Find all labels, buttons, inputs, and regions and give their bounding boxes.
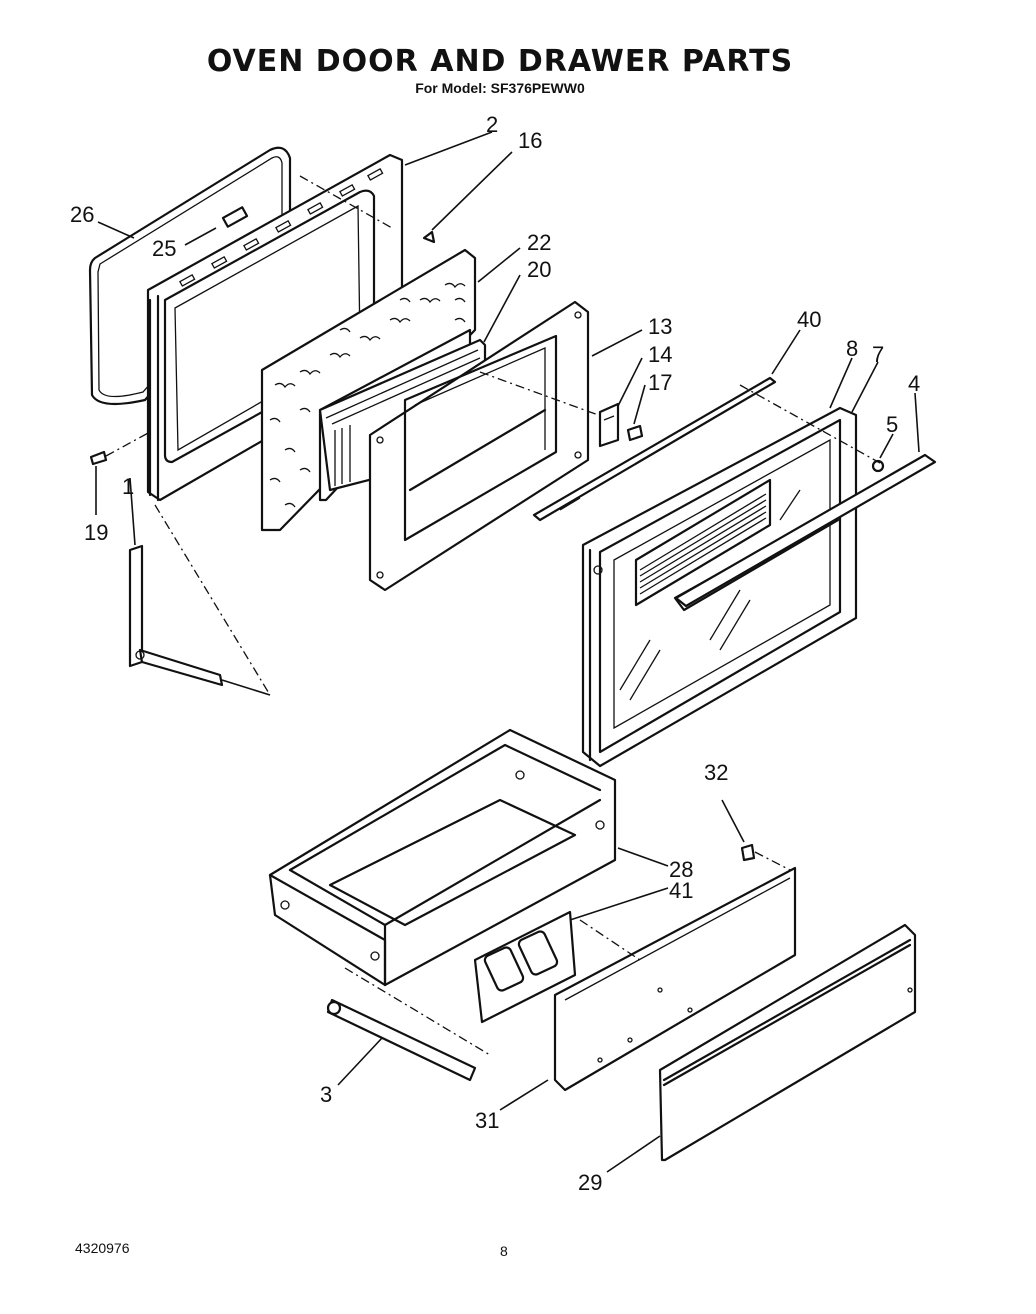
callout-32: 32	[704, 760, 728, 785]
part-14-hinge-bracket	[598, 402, 620, 448]
callout-20: 20	[527, 257, 551, 282]
part-13-liner-plate	[368, 300, 613, 592]
callout-4: 4	[908, 371, 920, 396]
callout-28: 28	[669, 857, 693, 882]
part-31-drawer-panel	[553, 866, 797, 1092]
leader-lines	[95, 131, 920, 1173]
callout-3: 3	[320, 1082, 332, 1107]
callout-22: 22	[527, 230, 551, 255]
part-25-bracket	[221, 206, 249, 228]
callout-2: 2	[486, 112, 498, 137]
part-3-drawer-slide	[326, 967, 491, 1082]
callout-numbers: 2 16 26 25 22 20 13 14 17 40 8 7 4 5 19 …	[70, 112, 920, 1195]
callout-26: 26	[70, 202, 94, 227]
page-number: 8	[500, 1243, 508, 1259]
part-17-bushing	[626, 424, 644, 442]
callout-31: 31	[475, 1108, 499, 1133]
document-code: 4320976	[75, 1240, 130, 1256]
diagram-title: OVEN DOOR AND DRAWER PARTS	[206, 44, 794, 79]
part-19-screw	[89, 431, 151, 466]
callout-14: 14	[648, 342, 672, 367]
part-40-channel	[532, 376, 777, 522]
callout-19: 19	[84, 520, 108, 545]
part-29-drawer-front	[658, 923, 917, 1162]
callout-13: 13	[648, 314, 672, 339]
callout-17: 17	[648, 370, 672, 395]
callout-16: 16	[518, 128, 542, 153]
part-41-vent-plate	[473, 910, 577, 1024]
part-5-nut	[739, 384, 885, 473]
callout-5: 5	[886, 412, 898, 437]
part-4-handle	[674, 453, 937, 608]
part-16-screw	[422, 230, 436, 244]
callout-1: 1	[122, 474, 134, 499]
part-32-clip	[740, 843, 791, 871]
callout-25: 25	[152, 236, 176, 261]
callout-41: 41	[669, 878, 693, 903]
model-subtitle: For Model: SF376PEWW0	[415, 80, 585, 96]
callout-40: 40	[797, 307, 821, 332]
part-1-hinge	[128, 504, 271, 696]
part-28-drawer	[268, 728, 617, 987]
callout-7: 7	[872, 342, 884, 367]
callout-8: 8	[846, 336, 858, 361]
callout-29: 29	[578, 1170, 602, 1195]
